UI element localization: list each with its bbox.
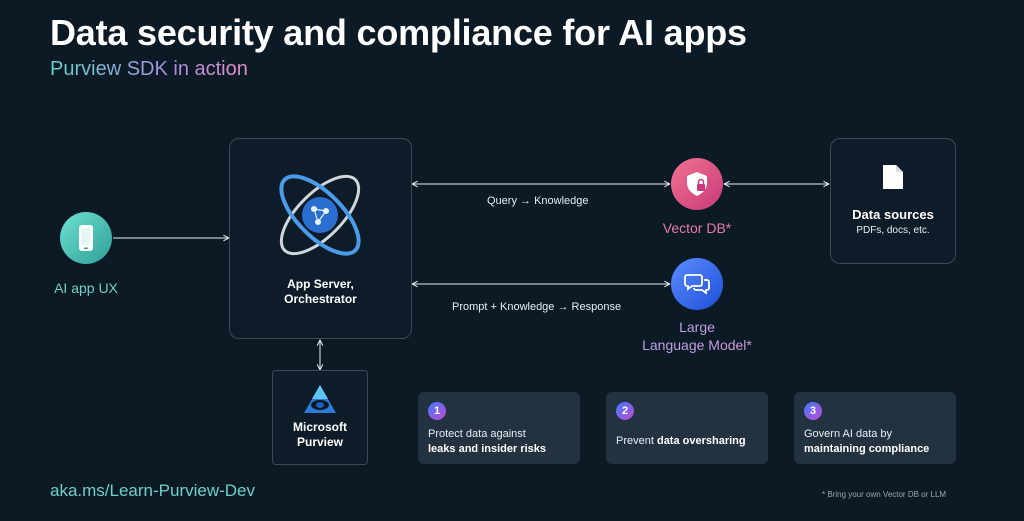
ai-app-ux-label: AI app UX [54, 280, 118, 296]
card-text: Protect data against leaks and insider r… [428, 427, 570, 457]
app-server-box [229, 138, 412, 339]
prompt-flow-label: Prompt + Knowledge → Response [452, 301, 622, 313]
purview-label-line1: Microsoft [293, 420, 347, 434]
document-icon [883, 165, 903, 189]
data-sources-subtitle: PDFs, docs, etc. [856, 225, 930, 236]
app-server-label-line1: App Server, [287, 277, 354, 291]
page-subtitle: Purview SDK in action [50, 58, 248, 80]
app-server-label: App Server, Orchestrator [229, 277, 412, 307]
card-3-line2: maintaining compliance [804, 443, 930, 455]
card-1-line1: Protect data against [428, 428, 526, 440]
card-2-bold: data oversharing [656, 435, 746, 447]
llm-node [671, 258, 723, 310]
page-title: Data security and compliance for AI apps [50, 12, 747, 53]
query-flow-label: Query → Knowledge [487, 195, 589, 207]
orchestrator-atom-icon [279, 174, 361, 256]
card-number-badge: 2 [616, 402, 634, 420]
card-text: Govern AI data by maintaining compliance [804, 427, 946, 457]
app-server-label-line2: Orchestrator [284, 292, 357, 306]
benefit-card-2: 2 Prevent data oversharing [606, 392, 768, 464]
llm-label: Large Language Model* [620, 318, 774, 354]
shield-lock-icon [687, 172, 707, 196]
chat-bubbles-icon [684, 274, 710, 295]
card-3-line1: Govern AI data by [804, 428, 893, 440]
ai-app-ux-node [60, 212, 112, 264]
data-sources-box [830, 138, 956, 264]
data-sources-title: Data sources [852, 207, 934, 222]
card-text: Prevent data oversharing [616, 434, 758, 449]
vector-db-node [671, 158, 723, 210]
purview-label-line2: Purview [296, 435, 344, 449]
card-number-badge: 3 [804, 402, 822, 420]
card-number-badge: 1 [428, 402, 446, 420]
vector-db-label: Vector DB* [662, 220, 732, 236]
purview-label: Microsoft Purview [272, 420, 368, 450]
phone-icon [79, 225, 93, 251]
llm-label-line1: Large [679, 319, 715, 335]
benefit-card-3: 3 Govern AI data by maintaining complian… [794, 392, 956, 464]
learn-purview-link[interactable]: aka.ms/Learn-Purview-Dev [50, 481, 256, 500]
card-1-line2: leaks and insider risks [428, 443, 547, 455]
benefit-card-1: 1 Protect data against leaks and insider… [418, 392, 580, 464]
footnote: * Bring your own Vector DB or LLM [822, 490, 947, 499]
purview-logo-icon [304, 385, 336, 413]
card-2-plain: Prevent [616, 435, 657, 447]
llm-label-line2: Language Model* [642, 337, 752, 353]
